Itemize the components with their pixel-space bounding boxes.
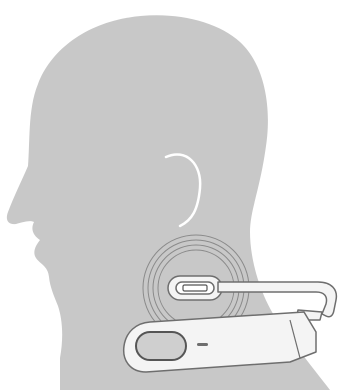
- device-body-edge: [289, 319, 301, 359]
- contact-slot: [182, 284, 208, 292]
- earpiece-housing: [167, 275, 223, 301]
- control-button: [135, 331, 187, 361]
- ear-outline: [164, 153, 202, 228]
- device-arm: [217, 281, 338, 318]
- status-led: [197, 343, 208, 346]
- head-silhouette: [6, 15, 331, 390]
